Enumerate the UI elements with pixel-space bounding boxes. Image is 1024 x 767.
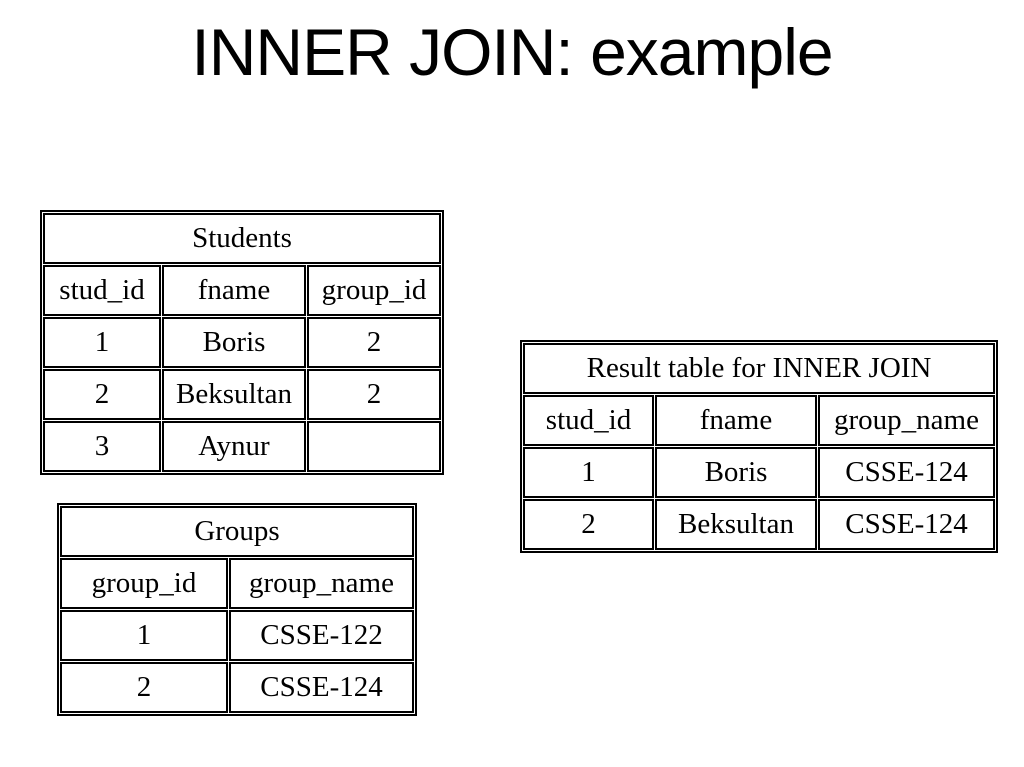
table-cell: 2	[43, 369, 161, 420]
table-cell: Boris	[655, 447, 817, 498]
table-cell: 2	[307, 369, 442, 420]
column-header: group_id	[60, 558, 228, 609]
table-cell: 2	[307, 317, 442, 368]
table-cell: CSSE-124	[818, 499, 996, 550]
table-cell: CSSE-124	[229, 662, 415, 713]
column-header: group_id	[307, 265, 442, 316]
table-cell: 1	[43, 317, 161, 368]
table-caption: Students	[43, 213, 442, 264]
caption-row: Groups	[60, 506, 415, 557]
table-cell: Beksultan	[162, 369, 306, 420]
caption-row: Result table for INNER JOIN	[523, 343, 996, 394]
table-caption: Groups	[60, 506, 415, 557]
table-cell: CSSE-124	[818, 447, 996, 498]
table-caption: Result table for INNER JOIN	[523, 343, 996, 394]
table-cell: 2	[60, 662, 228, 713]
table-cell: 1	[523, 447, 654, 498]
column-header: group_name	[229, 558, 415, 609]
table-cell: Aynur	[162, 421, 306, 472]
slide-title: INNER JOIN: example	[191, 15, 833, 89]
table-cell: 2	[523, 499, 654, 550]
table-cell: Boris	[162, 317, 306, 368]
column-header: fname	[655, 395, 817, 446]
column-header: group_name	[818, 395, 996, 446]
table-cell: 3	[43, 421, 161, 472]
column-header: fname	[162, 265, 306, 316]
caption-row: Students	[43, 213, 442, 264]
table-cell: 1	[60, 610, 228, 661]
column-header: stud_id	[43, 265, 161, 316]
table-cell	[307, 421, 442, 472]
table-cell: CSSE-122	[229, 610, 415, 661]
table-cell: Beksultan	[655, 499, 817, 550]
column-header: stud_id	[523, 395, 654, 446]
